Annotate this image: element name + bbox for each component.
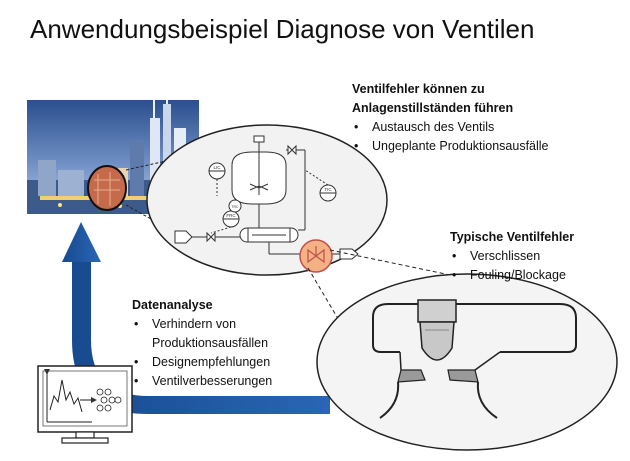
list-item: Ventilverbesserungen xyxy=(132,372,272,391)
pid-tag: FRC xyxy=(226,213,236,218)
ventilfehler-heading: Anlagenstillständen führen xyxy=(352,101,514,115)
zoom-line xyxy=(307,267,341,323)
list-item: Designempfehlungen xyxy=(132,353,272,372)
plant-highlight-circle xyxy=(87,165,127,211)
valve-detail-ellipse xyxy=(316,273,618,451)
pid-tag: TRC xyxy=(231,205,239,209)
list-item: Ungeplante Produktionsausfälle xyxy=(352,137,549,156)
valve-cross-section xyxy=(372,299,577,419)
valve-icon xyxy=(307,248,325,264)
datenanalyse-block: Datenanalyse Verhindern vonProduktionsau… xyxy=(132,296,272,391)
pid-tag: LIC xyxy=(213,165,221,170)
typische-heading: Typische Ventilfehler xyxy=(450,230,575,244)
datenanalyse-heading: Datenanalyse xyxy=(132,298,213,312)
typische-block: Typische Ventilfehler Verschlissen Fouli… xyxy=(450,228,574,285)
list-item: Fouling/Blockage xyxy=(450,266,574,285)
list-item: Austausch des Ventils xyxy=(352,118,549,137)
list-item: Verschlissen xyxy=(450,247,574,266)
list-item-text: Produktionsausfällen xyxy=(152,336,269,350)
pid-tag: TIC xyxy=(324,187,332,192)
zoom-line xyxy=(329,249,509,288)
ventilfehler-block: Ventilfehler können zu Anlagenstillständ… xyxy=(352,80,549,156)
page-title: Anwendungsbeispiel Diagnose von Ventilen xyxy=(30,14,535,44)
list-item-text: Verhindern von xyxy=(152,317,237,331)
ventilfehler-heading: Ventilfehler können zu xyxy=(352,82,485,96)
monitor-icon xyxy=(37,365,133,444)
pid-diagram xyxy=(174,135,359,260)
